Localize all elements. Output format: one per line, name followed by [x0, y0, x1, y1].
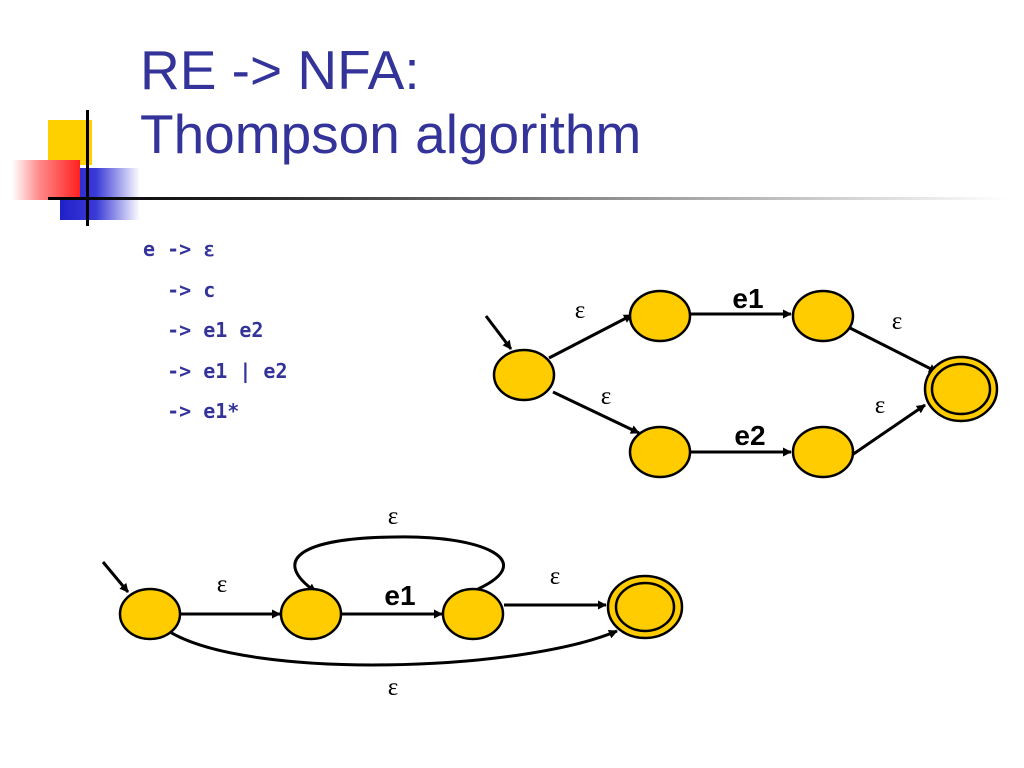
star-state — [279, 587, 343, 641]
union-state — [791, 289, 855, 343]
decor-yellow-square — [48, 120, 92, 165]
star-edge-eps-loop — [293, 535, 505, 594]
star-label-eps: ε — [388, 503, 399, 530]
title-line-2: Thompson algorithm — [140, 103, 642, 165]
title-line-1: RE -> NFA: — [140, 39, 420, 101]
grammar-line: -> e1 e2 — [143, 318, 264, 342]
slide-title: RE -> NFA: Thompson algorithm — [140, 38, 641, 166]
star-label-e1: e1 — [384, 580, 415, 611]
grammar-line: e -> ε — [143, 237, 216, 261]
start-arrow — [484, 315, 513, 350]
union-state — [628, 425, 692, 479]
union-label-e1: e1 — [732, 283, 763, 314]
union-label-eps: ε — [875, 392, 886, 419]
union-edge-eps-up — [548, 313, 633, 360]
grammar-line: -> e1* — [143, 399, 240, 423]
union-label-eps: ε — [601, 383, 612, 410]
union-accept-state — [923, 355, 999, 423]
star-nfa: ε e1 ε ε ε — [101, 503, 684, 701]
union-accept-state-inner — [930, 362, 992, 416]
star-label-eps: ε — [388, 674, 399, 701]
star-accept-state — [606, 574, 684, 640]
union-edge-eps-down — [552, 390, 640, 435]
union-start-state — [492, 348, 556, 402]
decor-red-square — [12, 160, 80, 200]
decor-vertical-line — [86, 110, 89, 226]
union-state — [791, 425, 855, 479]
union-label-e2: e2 — [734, 420, 765, 451]
union-label-eps: ε — [575, 297, 586, 324]
title-underline — [48, 197, 1008, 200]
grammar-line: -> c — [143, 277, 216, 302]
star-edge-eps-skip — [169, 629, 618, 667]
star-state — [441, 587, 505, 641]
grammar-rules: e -> ε -> c -> e1 e2 -> e1 | e2 -> e1* — [143, 236, 288, 439]
star-accept-state-inner — [614, 581, 676, 633]
grammar-line: -> e1 | e2 — [143, 358, 288, 383]
star-label-eps: ε — [217, 571, 228, 598]
start-arrow — [101, 561, 130, 593]
union-label-eps: ε — [892, 308, 903, 335]
union-edge-eps-join-top — [849, 326, 938, 374]
union-state — [628, 289, 692, 343]
union-nfa: ε ε e1 e2 ε ε — [484, 283, 999, 479]
star-label-eps: ε — [550, 563, 561, 590]
star-start-state — [118, 587, 182, 641]
union-edge-eps-join-bottom — [851, 403, 926, 457]
